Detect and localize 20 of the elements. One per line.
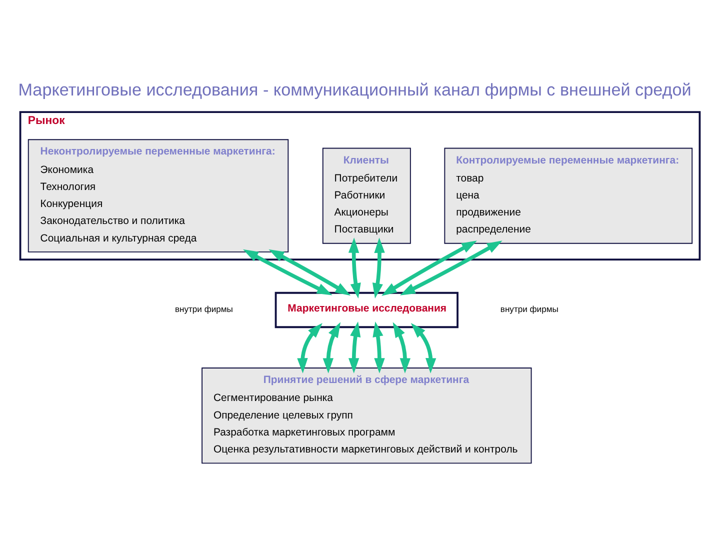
- arrow: [372, 237, 385, 298]
- arrow: [348, 237, 361, 298]
- arrow: [243, 248, 332, 295]
- node-box: Контролируемые переменные маркетинга: товар цена продвижение распределение: [444, 147, 693, 244]
- arrow: [392, 322, 410, 373]
- label: внутри фирмы: [174, 304, 233, 314]
- arrow: [297, 322, 322, 373]
- arrow: [400, 240, 502, 295]
- node-box: Неконтролируемые переменные маркетинга: Экономика Технология Конкуренция Законодательство и политика Социальная и культурная среда: [28, 138, 289, 252]
- label: внутри фирмы: [500, 304, 558, 314]
- node-box: Принятие решений в сфере маркетинга Сегментирование рынка Определение целевых групп Разработка маркетинговых программ Оценка результативности маркетинговых действий и контроль: [202, 367, 532, 464]
- arrow: [382, 240, 477, 296]
- arrow: [348, 320, 361, 373]
- diagram-title: Маркетинговые исследования - коммуникационный канал фирмы с внешней средой: [18, 80, 692, 99]
- node-box: Маркетинговые исследования: [274, 291, 458, 328]
- arrow: [322, 322, 341, 373]
- arrow: [410, 322, 436, 373]
- arrow: [268, 248, 351, 296]
- arrow: [372, 320, 385, 373]
- node-box: Клиенты Потребители Работники Акционеры Поставщики: [322, 147, 411, 244]
